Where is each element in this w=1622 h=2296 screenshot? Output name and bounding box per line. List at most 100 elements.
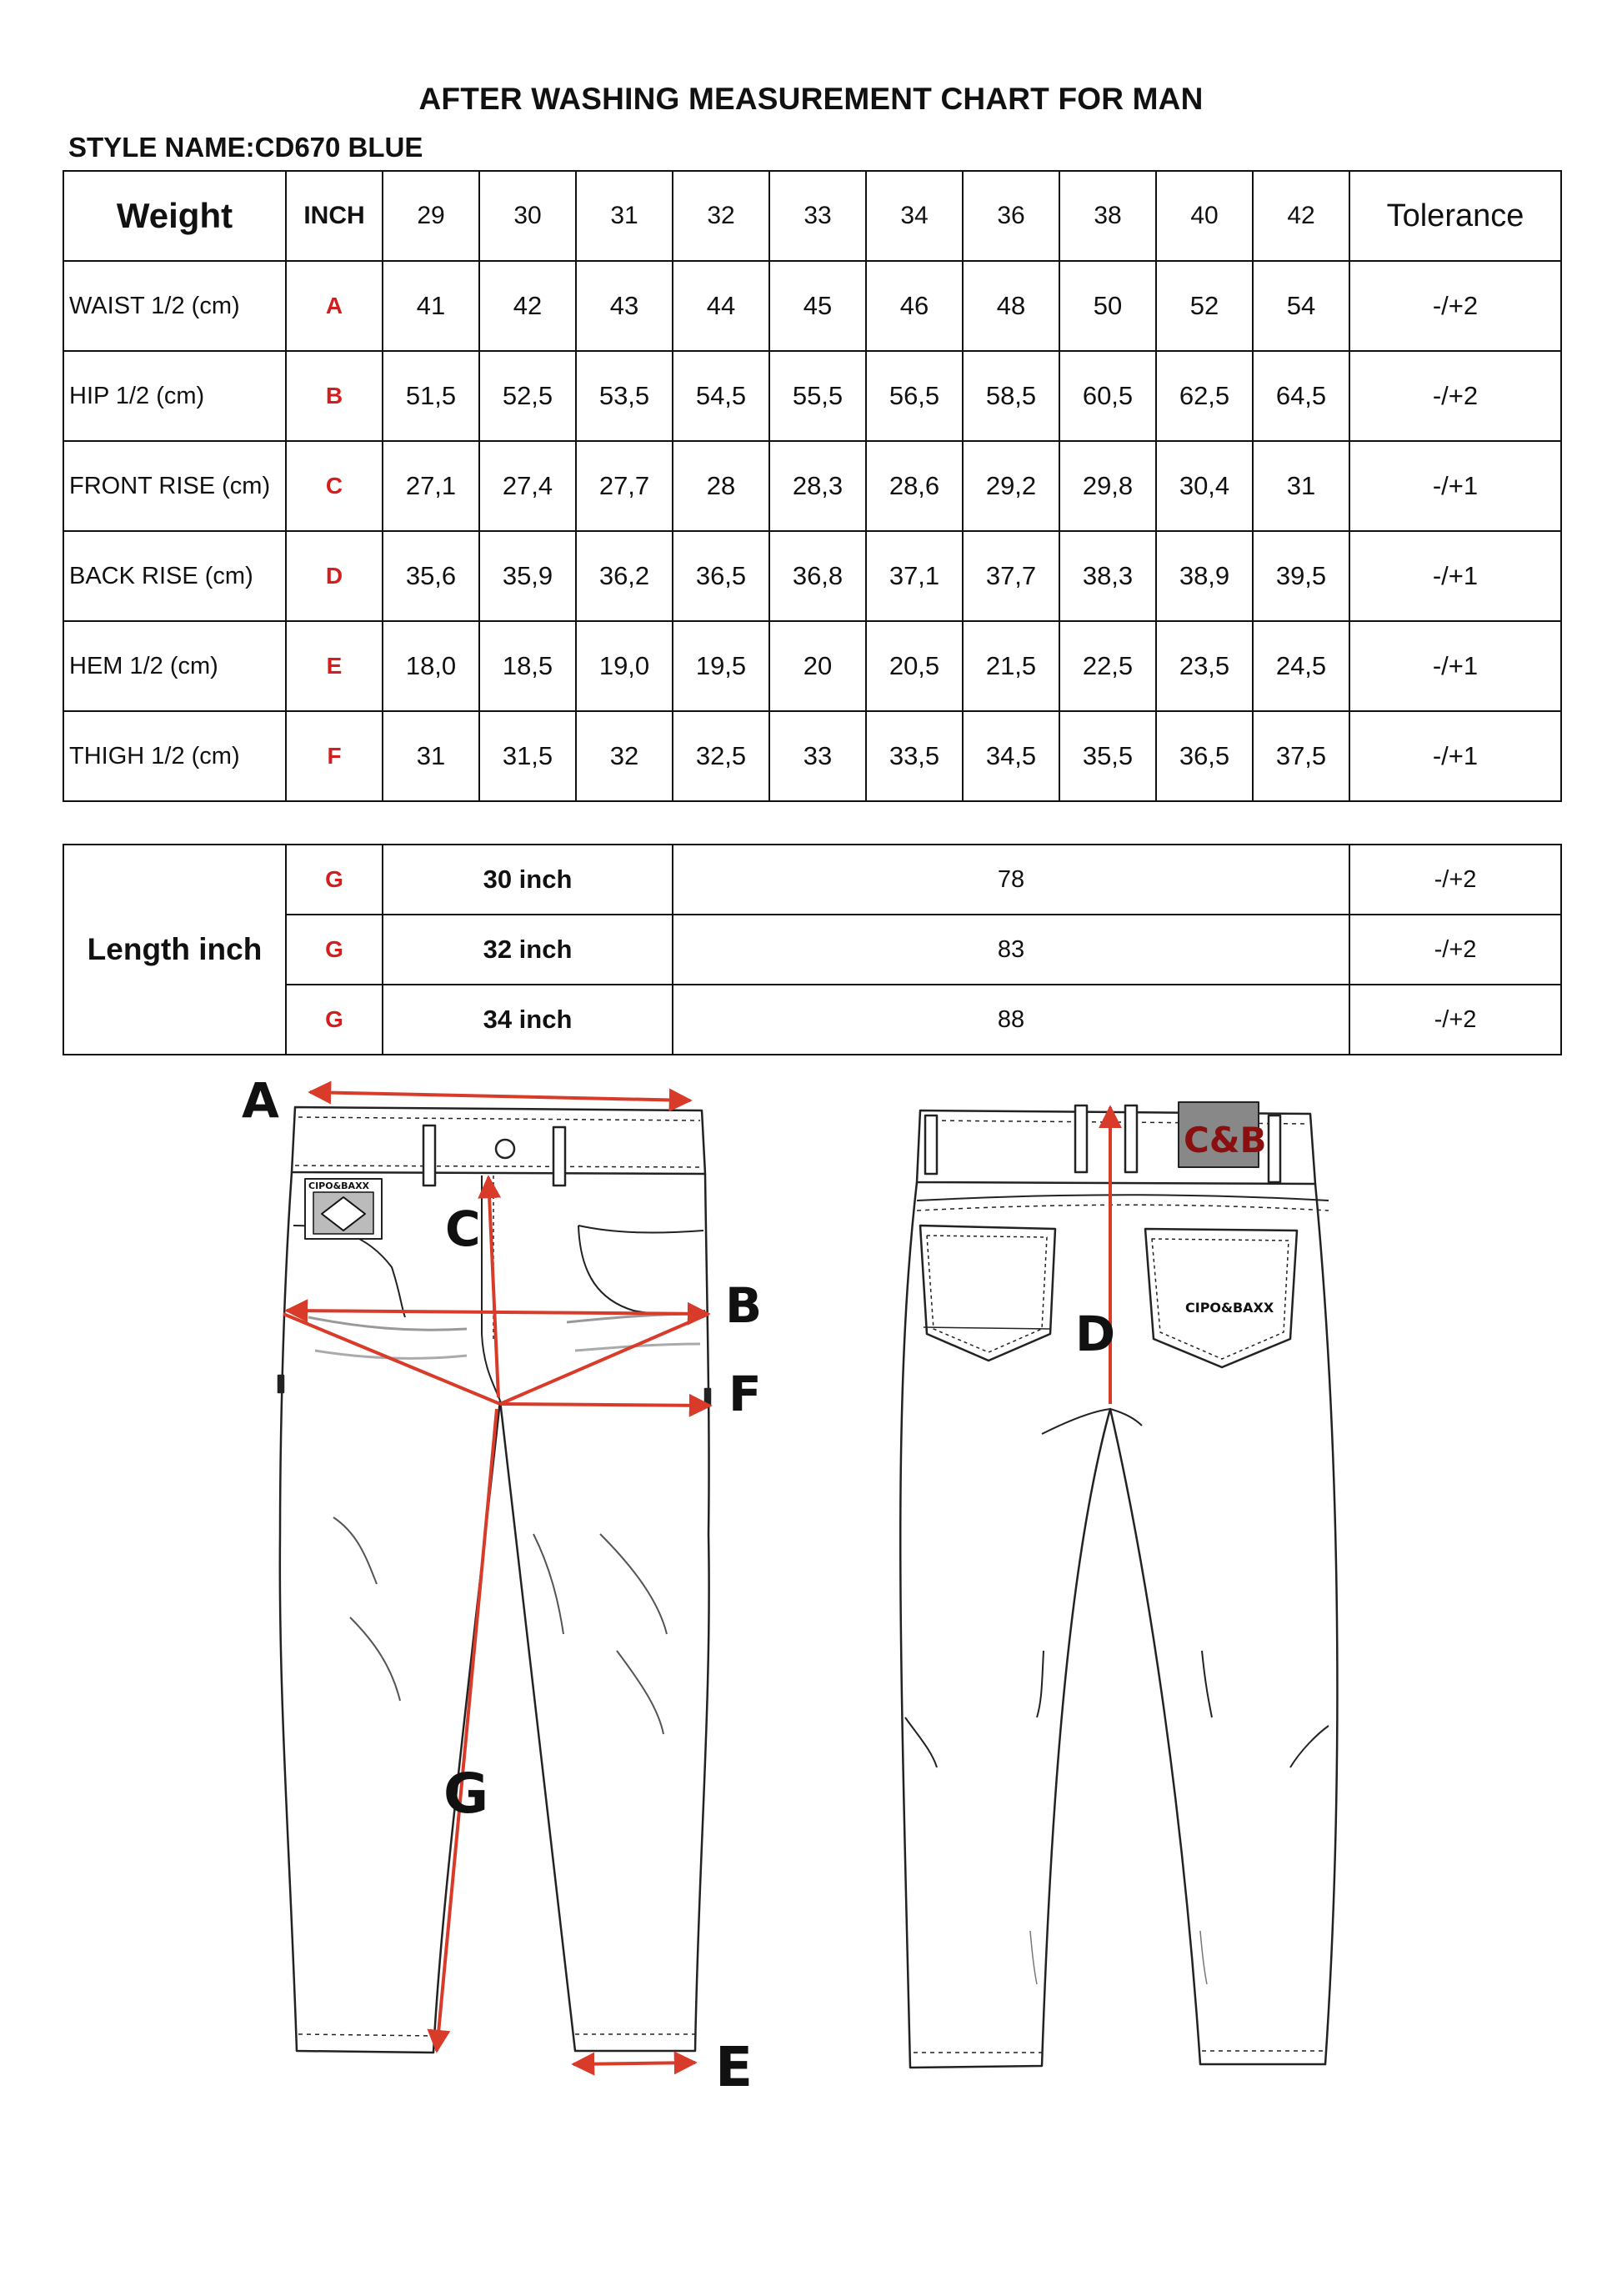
table-row: THIGH 1/2 (cm) F 31 31,5 32 32,5 33 33,5… bbox=[63, 710, 1562, 802]
table-cell: 48 bbox=[962, 260, 1060, 352]
label-g: G bbox=[443, 1762, 488, 1826]
row-label: BACK RISE (cm) bbox=[63, 530, 287, 622]
hem-measure-line bbox=[571, 2051, 698, 2076]
belt-loop bbox=[422, 1124, 437, 1187]
weight-header: Weight bbox=[63, 170, 287, 262]
inch-header: INCH bbox=[285, 170, 383, 262]
belt-loop bbox=[1267, 1114, 1282, 1184]
table-row: FRONT RISE (cm) C 27,1 27,4 27,7 28 28,3… bbox=[63, 440, 1562, 532]
table-cell: 35,6 bbox=[382, 530, 480, 622]
table-cell: 31 bbox=[1252, 440, 1350, 532]
table-cell: 19,5 bbox=[672, 620, 770, 712]
table-cell: 27,1 bbox=[382, 440, 480, 532]
table-cell: 55,5 bbox=[768, 350, 867, 442]
belt-loop bbox=[1074, 1104, 1089, 1174]
table-cell: 22,5 bbox=[1059, 620, 1157, 712]
table-cell: 27,7 bbox=[575, 440, 673, 532]
table-cell: 41 bbox=[382, 260, 480, 352]
row-label: THIGH 1/2 (cm) bbox=[63, 710, 287, 802]
button-icon bbox=[494, 1138, 516, 1160]
table-cell: 20 bbox=[768, 620, 867, 712]
table-cell: 45 bbox=[768, 260, 867, 352]
style-name: STYLE NAME:CD670 BLUE bbox=[68, 132, 423, 163]
front-jeans-view bbox=[277, 1105, 712, 2054]
table-row: G 34 inch 88 -/+2 bbox=[63, 984, 1562, 1055]
table-cell: 56,5 bbox=[865, 350, 964, 442]
size-header: 42 bbox=[1252, 170, 1350, 262]
tolerance-header: Tolerance bbox=[1349, 170, 1562, 262]
hip-diagonal-line bbox=[499, 1312, 709, 1406]
thigh-measure-line bbox=[499, 1393, 713, 1417]
table-cell: 32,5 bbox=[672, 710, 770, 802]
measure-code: A bbox=[285, 260, 383, 352]
table-cell: 21,5 bbox=[962, 620, 1060, 712]
table-row: BACK RISE (cm) D 35,6 35,9 36,2 36,5 36,… bbox=[63, 530, 1562, 622]
table-row: HEM 1/2 (cm) E 18,0 18,5 19,0 19,5 20 20… bbox=[63, 620, 1562, 712]
table-cell: 60,5 bbox=[1059, 350, 1157, 442]
table-row: HIP 1/2 (cm) B 51,5 52,5 53,5 54,5 55,5 … bbox=[63, 350, 1562, 442]
table-cell: 28,3 bbox=[768, 440, 867, 532]
table-cell: 34,5 bbox=[962, 710, 1060, 802]
table-cell: 37,5 bbox=[1252, 710, 1350, 802]
table-cell: 39,5 bbox=[1252, 530, 1350, 622]
waist-measure-line bbox=[308, 1080, 693, 1112]
back-patch bbox=[1178, 1101, 1259, 1168]
table-cell: 28 bbox=[672, 440, 770, 532]
length-value: 88 bbox=[672, 984, 1350, 1055]
table-cell: 18,0 bbox=[382, 620, 480, 712]
front-measurement-lines bbox=[283, 1080, 713, 2076]
length-inch: 34 inch bbox=[382, 984, 673, 1055]
table-cell: 38,9 bbox=[1155, 530, 1254, 622]
length-label: Length inch bbox=[63, 844, 287, 1055]
row-label: HIP 1/2 (cm) bbox=[63, 350, 287, 442]
hip-measure-line bbox=[284, 1299, 711, 1326]
measure-code: B bbox=[285, 350, 383, 442]
table-cell: 32 bbox=[575, 710, 673, 802]
label-a: A bbox=[242, 1072, 279, 1129]
back-pocket-left bbox=[919, 1224, 1057, 1362]
inseam-measure-line bbox=[427, 1408, 498, 2053]
size-header: 38 bbox=[1059, 170, 1157, 262]
table-cell: 19,0 bbox=[575, 620, 673, 712]
length-table: Length inch G 30 inch 78 -/+2 G 32 inch … bbox=[63, 844, 1562, 1055]
table-cell: 35,5 bbox=[1059, 710, 1157, 802]
table-cell: 62,5 bbox=[1155, 350, 1254, 442]
measure-code: C bbox=[285, 440, 383, 532]
table-cell: 29,8 bbox=[1059, 440, 1157, 532]
table-cell: 58,5 bbox=[962, 350, 1060, 442]
table-row: WAIST 1/2 (cm) A 41 42 43 44 45 46 48 50… bbox=[63, 260, 1562, 352]
table-row: G 32 inch 83 -/+2 bbox=[63, 914, 1562, 985]
table-cell: 37,7 bbox=[962, 530, 1060, 622]
size-header: 34 bbox=[865, 170, 964, 262]
header-row: Weight INCH 29 30 31 32 33 34 36 38 40 4… bbox=[63, 170, 1562, 262]
row-label: HEM 1/2 (cm) bbox=[63, 620, 287, 712]
table-cell: 64,5 bbox=[1252, 350, 1350, 442]
back-pocket-brand: CIPO&BAXX bbox=[1185, 1300, 1274, 1316]
table-cell: 31 bbox=[382, 710, 480, 802]
table-cell: 36,5 bbox=[672, 530, 770, 622]
measure-code: D bbox=[285, 530, 383, 622]
table-cell: 51,5 bbox=[382, 350, 480, 442]
table-cell: 30,4 bbox=[1155, 440, 1254, 532]
table-cell: 37,1 bbox=[865, 530, 964, 622]
table-cell: 33 bbox=[768, 710, 867, 802]
table-cell: 31,5 bbox=[478, 710, 577, 802]
tolerance-cell: -/+2 bbox=[1349, 984, 1562, 1055]
belt-loop bbox=[1124, 1104, 1139, 1174]
table-cell: 24,5 bbox=[1252, 620, 1350, 712]
belt-loop bbox=[924, 1114, 939, 1176]
back-jeans-view bbox=[899, 1101, 1339, 2069]
table-cell: 54 bbox=[1252, 260, 1350, 352]
front-pocket-brand: CIPO&BAXX bbox=[308, 1181, 370, 1191]
table-cell: 18,5 bbox=[478, 620, 577, 712]
table-cell: 43 bbox=[575, 260, 673, 352]
table-cell: 20,5 bbox=[865, 620, 964, 712]
size-header: 33 bbox=[768, 170, 867, 262]
tolerance-cell: -/+1 bbox=[1349, 530, 1562, 622]
label-c: C bbox=[445, 1201, 481, 1257]
length-value: 83 bbox=[672, 914, 1350, 985]
table-cell: 29,2 bbox=[962, 440, 1060, 532]
table-cell: 33,5 bbox=[865, 710, 964, 802]
size-header: 31 bbox=[575, 170, 673, 262]
back-patch-text: C&B bbox=[1184, 1120, 1266, 1161]
